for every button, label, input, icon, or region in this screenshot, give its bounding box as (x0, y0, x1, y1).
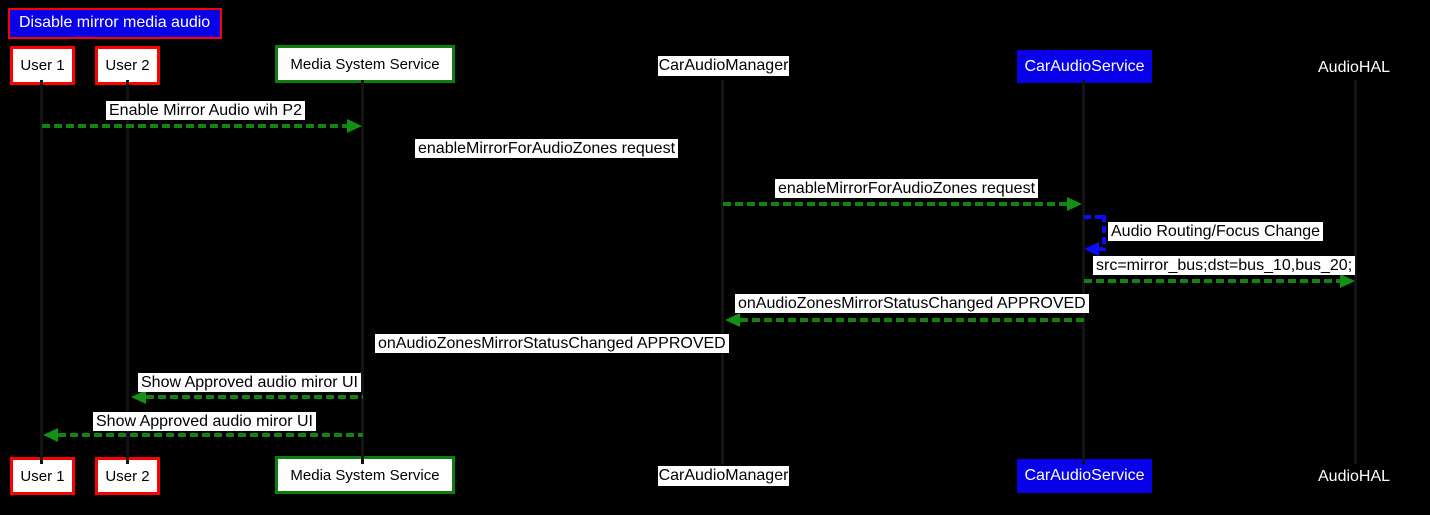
self-loop-top-segment (1084, 215, 1106, 219)
participant-car-audio-manager-top: CarAudioManager (658, 56, 789, 76)
arrowhead-right-icon (1067, 197, 1082, 211)
participant-media-system-service-bottom: Media System Service (275, 456, 455, 494)
arrowhead-left-icon (725, 313, 740, 327)
message-arrow-mirror-status-approved-1 (740, 318, 1084, 322)
message-arrow-enable-mirror-audio (42, 124, 348, 128)
message-label-enable-mirror-audio: Enable Mirror Audio wih P2 (106, 101, 305, 120)
arrowhead-left-icon (131, 390, 146, 404)
participant-audio-hal-top: AudioHAL (1318, 59, 1391, 76)
message-arrow-src-mirror-bus (1084, 279, 1341, 283)
lifeline-user-2 (126, 80, 129, 464)
lifeline-audio-hal (1354, 80, 1357, 464)
arrowhead-left-icon (1084, 242, 1099, 256)
self-loop-right-segment (1102, 215, 1106, 251)
lifeline-media-system-service (361, 80, 364, 464)
message-arrow-show-approved-ui-2 (58, 433, 363, 437)
message-label-enable-mirror-zones-2: enableMirrorForAudioZones request (775, 179, 1039, 198)
lifeline-user-1 (40, 80, 43, 464)
participant-car-audio-service-top: CarAudioService (1017, 50, 1152, 83)
message-label-src-mirror-bus: src=mirror_bus;dst=bus_10,bus_20; (1093, 256, 1356, 275)
participant-audio-hal-bottom: AudioHAL (1318, 468, 1391, 485)
arrowhead-right-icon (1340, 274, 1355, 288)
message-label-enable-mirror-zones-1: enableMirrorForAudioZones request (415, 139, 679, 158)
message-arrow-show-approved-ui-1 (146, 395, 363, 399)
message-label-show-approved-ui-2: Show Approved audio miror UI (93, 412, 316, 431)
self-loop-bottom-segment (1096, 247, 1106, 251)
diagram-title: Disable mirror media audio (8, 8, 223, 39)
message-label-mirror-status-approved-2: onAudioZonesMirrorStatusChanged APPROVED (375, 334, 729, 353)
participant-car-audio-manager-bottom: CarAudioManager (658, 466, 789, 486)
arrowhead-right-icon (347, 119, 362, 133)
participant-media-system-service-top: Media System Service (275, 45, 455, 83)
arrowhead-left-icon (43, 428, 58, 442)
participant-user-1-top: User 1 (10, 46, 75, 85)
message-label-audio-routing-focus-change: Audio Routing/Focus Change (1108, 222, 1324, 241)
lifeline-car-audio-manager (721, 80, 724, 464)
message-arrow-enable-mirror-zones-2 (723, 202, 1068, 206)
lifeline-car-audio-service (1082, 80, 1085, 464)
message-label-mirror-status-approved-1: onAudioZonesMirrorStatusChanged APPROVED (735, 294, 1089, 313)
participant-car-audio-service-bottom: CarAudioService (1017, 459, 1152, 493)
message-label-show-approved-ui-1: Show Approved audio miror UI (138, 373, 361, 392)
